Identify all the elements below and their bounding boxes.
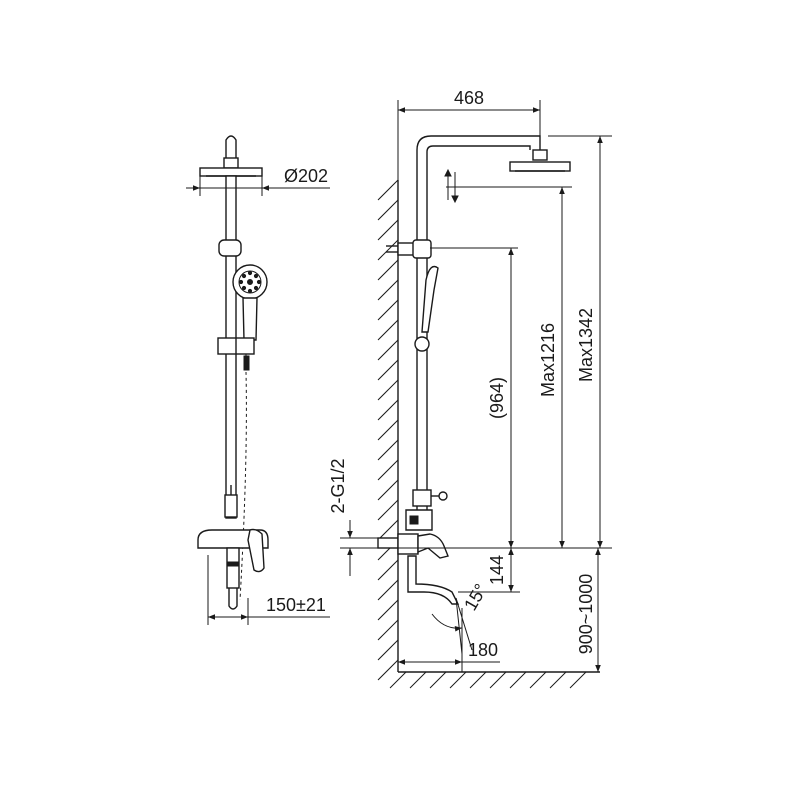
dim-spout-projection: 180 bbox=[468, 640, 498, 660]
front-hose bbox=[239, 354, 247, 601]
dim-max-1342: Max1342 bbox=[576, 308, 596, 382]
front-top-connector bbox=[225, 135, 237, 158]
dim-spout-offset: 150±21 bbox=[266, 595, 326, 615]
front-view bbox=[197, 135, 269, 610]
side-mixer-handle bbox=[417, 533, 449, 559]
front-spout bbox=[226, 547, 240, 589]
front-shower-head bbox=[199, 167, 263, 177]
front-diverter bbox=[224, 494, 238, 518]
front-upper-bracket bbox=[218, 239, 242, 257]
dim-install-height: 900~1000 bbox=[576, 574, 596, 655]
dim-head-diameter: Ø202 bbox=[284, 166, 328, 186]
dim-arm-reach: 468 bbox=[454, 88, 484, 108]
front-mixer-handle bbox=[247, 528, 265, 573]
side-mixer bbox=[405, 509, 433, 531]
dim-rail-height: (964) bbox=[487, 377, 507, 419]
side-dimensions: 468 (964) Max1216 Max1342 144 900~1000 bbox=[328, 88, 612, 672]
dim-spout-height: 144 bbox=[487, 555, 507, 585]
front-hand-shower-handle bbox=[242, 297, 258, 341]
dim-max-1216: Max1216 bbox=[538, 323, 558, 397]
side-spout bbox=[407, 555, 460, 605]
side-diverter bbox=[412, 489, 432, 507]
side-slide-bracket bbox=[414, 336, 430, 352]
side-hand-shower bbox=[421, 265, 439, 333]
wall-hatching bbox=[377, 179, 600, 689]
side-rail-arm bbox=[416, 135, 541, 510]
dim-connection: 2-G1/2 bbox=[328, 458, 348, 513]
front-dimensions: Ø202 150±21 bbox=[186, 166, 330, 625]
side-shower-head bbox=[509, 161, 571, 172]
side-view bbox=[377, 135, 571, 655]
